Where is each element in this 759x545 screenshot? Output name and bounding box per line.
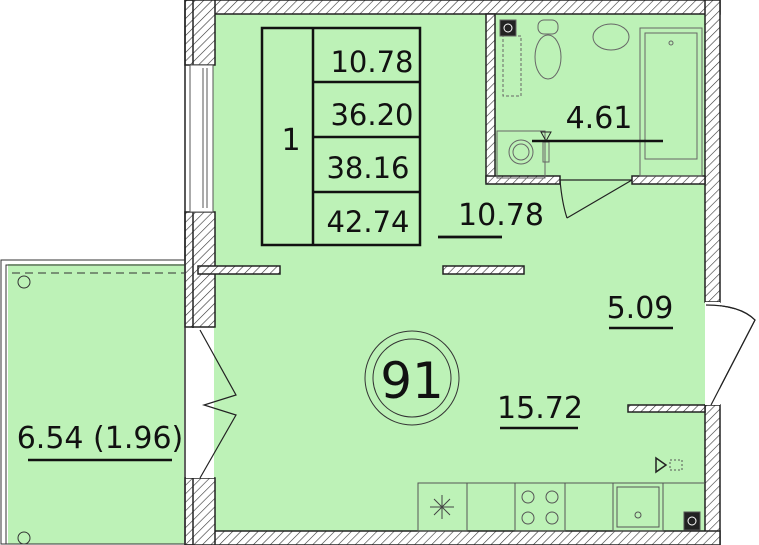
sink-icon [592,23,630,51]
balcony-outline [0,259,186,545]
living-room-area: 15.72 [497,391,583,426]
rooms-count: 1 [281,123,300,158]
bathroom-door[interactable] [559,179,633,219]
kitchen-counter [417,456,705,532]
partitions [197,265,706,413]
apartment-number: 91 [380,352,444,410]
apartment-number-badge: 91 [364,330,460,426]
balcony-area: 6.54 (1.96) [17,421,184,456]
washing-machine-icon [508,139,534,165]
toilet-tank-icon [537,19,559,35]
toilet-icon [534,34,562,80]
summary-area-3: 38.16 [326,151,409,185]
bathtub-icon [639,27,703,177]
area-summary-table [260,26,422,247]
window [189,64,214,213]
balcony-floor [8,264,184,544]
vent-icon [499,19,517,37]
fridge-icon [417,482,468,532]
bathroom-area: 4.61 [566,101,633,136]
bathroom-fixtures [496,19,703,179]
vent-icon [683,511,701,531]
kitchen-zone-area: 10.78 [458,198,544,233]
hallway-area: 5.09 [607,291,674,326]
summary-area-2: 36.20 [330,98,413,132]
balcony-door[interactable] [199,329,237,479]
stove-icon [514,482,566,532]
kitchen-sink-icon [612,482,664,532]
summary-area-1: 10.78 [330,45,413,79]
summary-area-4: 42.74 [326,205,409,239]
